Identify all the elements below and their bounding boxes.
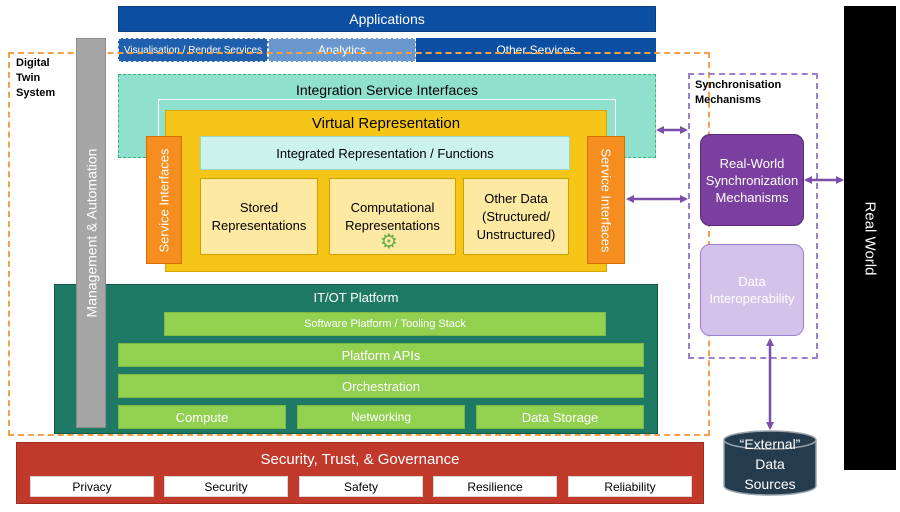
computational-line: Representations bbox=[345, 217, 440, 233]
visualisation-label: Visualisation / Render Services bbox=[123, 44, 263, 56]
networking-label: Networking bbox=[350, 410, 412, 424]
privacy-label: Privacy bbox=[72, 479, 112, 494]
sync-title-line: Synchronisation bbox=[695, 79, 782, 91]
stored-line: Representations bbox=[211, 217, 307, 233]
platform-apis: Platform APIs bbox=[118, 343, 644, 367]
external-data-sources-cylinder bbox=[723, 430, 817, 496]
resilience-label: Resilience bbox=[467, 479, 523, 494]
service-interfaces-left: Service Interfaces bbox=[146, 136, 182, 264]
resilience-box: Resilience bbox=[433, 476, 557, 497]
interop-line: Data bbox=[738, 274, 766, 289]
data-storage-label: Data Storage bbox=[521, 409, 599, 425]
safety-label: Safety bbox=[343, 479, 379, 494]
gear-icon: ⚙ bbox=[380, 231, 398, 253]
security-label: Security bbox=[204, 479, 248, 494]
other-data-line: Unstructured) bbox=[476, 226, 556, 242]
orchestration: Orchestration bbox=[118, 374, 644, 398]
security-box: Security bbox=[164, 476, 288, 497]
digital-twin-label: Digital Twin System bbox=[16, 56, 55, 101]
management-automation-bar: Management & Automation bbox=[76, 38, 106, 428]
service-interfaces-right: Service Interfaces bbox=[587, 136, 625, 264]
real-world-synchronization-mechanisms: Real-World Synchronization Mechanisms bbox=[700, 134, 804, 226]
sync-title-line: Mechanisms bbox=[695, 94, 762, 106]
digital-twin-label-line: Digital bbox=[16, 57, 50, 69]
applications-bar: Applications bbox=[118, 6, 656, 32]
rw-sync-line: Real-World bbox=[719, 155, 785, 171]
rw-sync-line: Mechanisms bbox=[715, 189, 789, 205]
external-line: “External” bbox=[739, 436, 801, 452]
virtual-representation-title: Virtual Representation bbox=[311, 115, 461, 132]
computational-line: Computational bbox=[350, 199, 435, 215]
orchestration-label: Orchestration bbox=[341, 378, 421, 394]
visualisation-render-services: Visualisation / Render Services bbox=[118, 38, 268, 62]
reliability-box: Reliability bbox=[568, 476, 692, 497]
external-line: Sources bbox=[744, 476, 796, 492]
reliability-label: Reliability bbox=[604, 479, 656, 494]
synchronisation-mechanisms-title: Synchronisation Mechanisms bbox=[695, 78, 781, 108]
stored-representations: Stored Representations bbox=[200, 178, 318, 255]
external-line: Data bbox=[755, 456, 785, 472]
digital-twin-label-line: System bbox=[16, 87, 56, 99]
software-platform-tooling-stack: Software Platform / Tooling Stack bbox=[164, 312, 606, 336]
compute: Compute bbox=[118, 405, 286, 429]
data-storage: Data Storage bbox=[476, 405, 644, 429]
security-trust-governance-title: Security, Trust, & Governance bbox=[260, 451, 460, 468]
digital-twin-label-line: Twin bbox=[16, 72, 41, 84]
software-label: Software Platform / Tooling Stack bbox=[304, 318, 466, 330]
stored-line: Stored bbox=[239, 199, 279, 215]
data-interoperability: Data Interoperability bbox=[700, 244, 804, 336]
apis-label: Platform APIs bbox=[341, 347, 421, 363]
applications-label: Applications bbox=[349, 11, 425, 27]
other-data-line: Other Data bbox=[484, 190, 548, 206]
interop-line: Interoperability bbox=[709, 291, 795, 306]
other-data-line: (Structured/ bbox=[482, 208, 550, 224]
real-world-bar: Real World bbox=[844, 6, 896, 470]
synchronisation-mechanisms-boundary bbox=[688, 73, 818, 359]
integration-service-interfaces-title: Integration Service Interfaces bbox=[295, 82, 479, 98]
other-data: Other Data (Structured/ Unstructured) bbox=[463, 178, 569, 255]
privacy-box: Privacy bbox=[30, 476, 154, 497]
networking: Networking bbox=[297, 405, 465, 429]
compute-label: Compute bbox=[175, 409, 229, 425]
integrated-representation-functions: Integrated Representation / Functions bbox=[200, 136, 570, 170]
computational-representations: Computational Representations bbox=[329, 178, 456, 255]
it-ot-platform-title: IT/OT Platform bbox=[313, 290, 399, 305]
rw-sync-line: Synchronization bbox=[705, 172, 799, 188]
external-data-sources-label: “External” Data Sources bbox=[722, 434, 818, 494]
safety-box: Safety bbox=[299, 476, 423, 497]
integrated-label: Integrated Representation / Functions bbox=[276, 145, 494, 161]
